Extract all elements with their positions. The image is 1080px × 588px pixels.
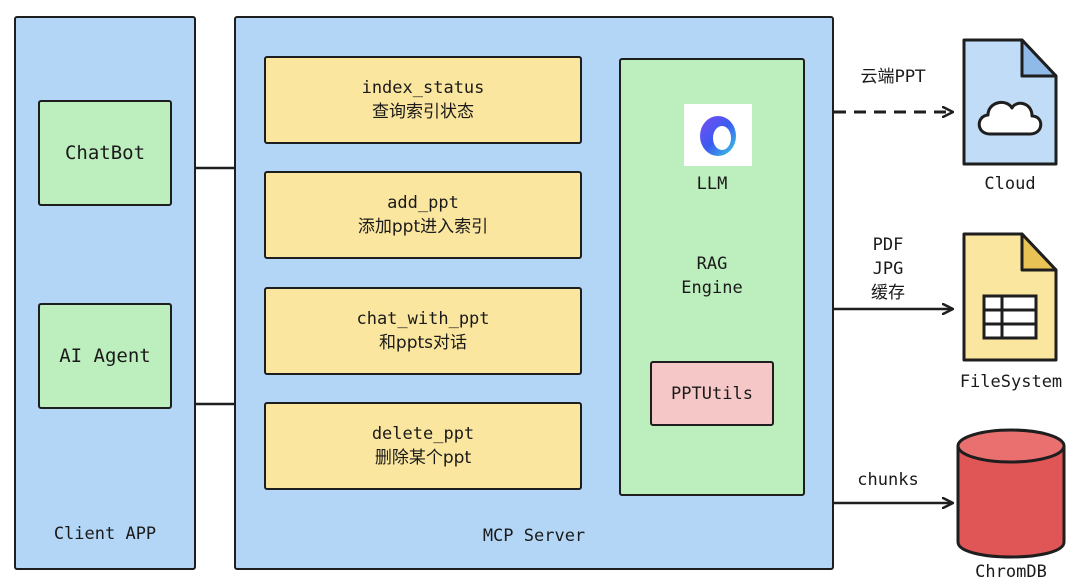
- tool-desc: 和ppts对话: [378, 333, 468, 353]
- chatbot-box: ChatBot: [38, 100, 172, 206]
- tool-name: chat_with_ppt: [356, 309, 490, 329]
- ai-agent-box: AI Agent: [38, 303, 172, 409]
- chromadb-label: ChromDB: [975, 562, 1047, 582]
- edge-jpg: JPG: [872, 259, 904, 279]
- filesystem-doc-icon: [962, 232, 1058, 362]
- rag-line2: Engine: [681, 278, 743, 298]
- ai-agent-label: AI Agent: [59, 344, 151, 367]
- tool-name: delete_ppt: [371, 424, 475, 444]
- llm-logo-icon: [684, 104, 752, 166]
- mcp-server-title: MCP Server: [482, 526, 586, 546]
- tool-desc: 删除某个ppt: [374, 448, 472, 468]
- edge-cache: 缓存: [871, 283, 905, 303]
- chatbot-label: ChatBot: [64, 141, 146, 164]
- tool-desc: 添加ppt进入索引: [357, 217, 489, 237]
- tool-name: add_ppt: [387, 193, 459, 213]
- tool-chat-with-ppt: chat_with_ppt 和ppts对话: [264, 287, 582, 375]
- client-app-title: Client APP: [53, 524, 157, 544]
- pptutils-label: PPTUtils: [671, 383, 753, 404]
- llm-label: LLM: [696, 174, 728, 194]
- edge-pdf: PDF: [872, 235, 904, 255]
- tool-name: index_status: [361, 78, 485, 98]
- edge-cloud-label: 云端PPT: [860, 67, 926, 87]
- rag-line1: RAG: [696, 254, 728, 274]
- tool-index-status: index_status 查询索引状态: [264, 56, 582, 144]
- tool-desc: 查询索引状态: [372, 102, 474, 122]
- edge-chromadb-label: chunks: [857, 470, 919, 490]
- cloud-doc-icon: [962, 38, 1058, 166]
- edge-filesystem-label: PDF JPG 缓存: [838, 233, 938, 305]
- tool-delete-ppt: delete_ppt 删除某个ppt: [264, 402, 582, 490]
- pptutils-box: PPTUtils: [650, 361, 774, 426]
- tool-add-ppt: add_ppt 添加ppt进入索引: [264, 171, 582, 259]
- cloud-label: Cloud: [984, 174, 1036, 194]
- database-icon: [956, 428, 1066, 559]
- filesystem-label: FileSystem: [959, 372, 1063, 392]
- rag-engine-label: RAG Engine: [619, 252, 805, 300]
